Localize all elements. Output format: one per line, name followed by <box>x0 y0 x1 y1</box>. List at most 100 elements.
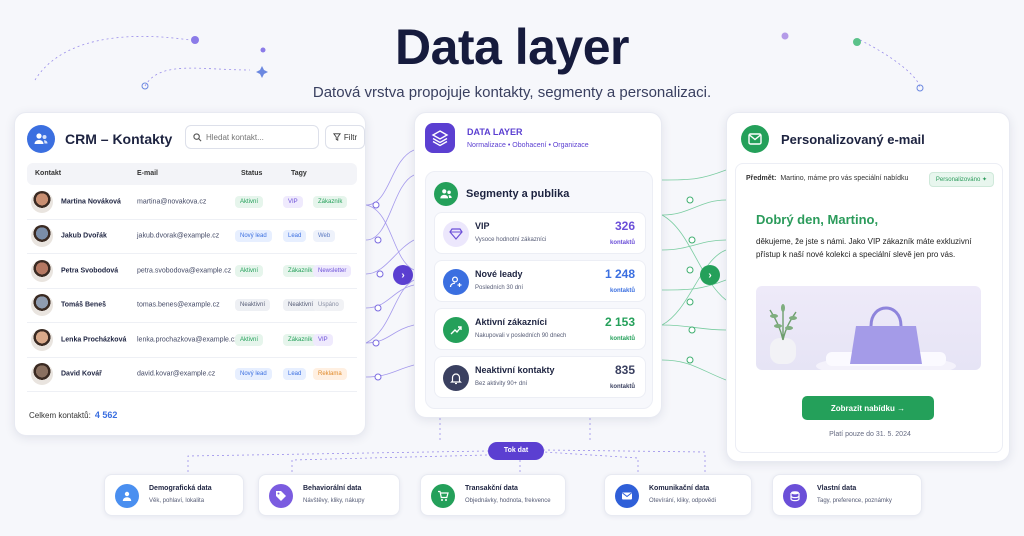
source-description: Otevírání, kliky, odpovědi <box>649 498 716 504</box>
tag-badge: Uspáno <box>313 299 344 312</box>
contact-email: tomas.benes@example.cz <box>137 301 220 309</box>
subject-text: Martino, máme pro vás speciální nabídku <box>780 175 909 182</box>
avatar <box>31 259 53 282</box>
contact-email: lenka.prochazkova@example.cz <box>137 336 238 344</box>
filter-label: Filtr <box>343 132 358 142</box>
segment-name: Neaktivní kontakty <box>475 365 555 375</box>
database-icon <box>783 484 807 508</box>
column-header-contact: Kontakt <box>35 170 62 177</box>
email-greeting: Dobrý den, Martino, <box>756 212 879 227</box>
users-icon <box>27 125 55 153</box>
mail-icon <box>615 484 639 508</box>
bell-icon <box>443 365 469 391</box>
data-layer-panel: DATA LAYER Normalizace • Obohacení • Org… <box>414 112 662 418</box>
table-row[interactable]: Lenka Procházková lenka.prochazkova@examp… <box>27 323 357 358</box>
contact-email: martina@novakova.cz <box>137 198 207 206</box>
column-header-tags: Tagy <box>291 170 307 177</box>
envelope-icon <box>741 125 769 153</box>
avatar <box>31 363 53 386</box>
search-input[interactable] <box>206 132 306 142</box>
data-layer-title: DATA LAYER <box>467 127 523 137</box>
group-icon <box>434 182 458 206</box>
personalized-email-panel: Personalizovaný e-mail Předmět:Martino, … <box>726 112 1010 462</box>
total-label: Celkem kontaktů: <box>29 411 91 420</box>
table-header: Kontakt E-mail Status Tagy <box>27 163 357 185</box>
tag-badge: Reklama <box>313 368 347 381</box>
column-header-email: E-mail <box>137 170 159 177</box>
table-row[interactable]: Jakub Dvořák jakub.dvorak@example.cz Nový … <box>27 220 357 254</box>
status-badge: Nový lead <box>235 230 272 243</box>
email-preview: Předmět:Martino, máme pro vás speciální … <box>735 163 1003 453</box>
source-title: Demografická data <box>149 485 212 492</box>
trend-up-icon <box>443 317 469 343</box>
contact-name: Petra Svobodová <box>61 267 119 275</box>
segment-description: Nakupovali v posledních 90 dnech <box>475 333 567 339</box>
source-description: Návštěvy, kliky, nákupy <box>303 498 365 504</box>
contact-email: david.kovar@example.cz <box>137 370 216 378</box>
email-title: Personalizovaný e-mail <box>781 131 925 147</box>
tag-icon <box>269 484 293 508</box>
segment-name: Aktivní zákazníci <box>475 317 548 327</box>
offer-validity: Platí pouze do 31. 5. 2024 <box>829 431 911 438</box>
source-description: Tagy, preference, poznámky <box>817 498 892 504</box>
source-description: Objednávky, hodnota, frekvence <box>465 498 551 504</box>
step-label: Obohacení <box>512 142 547 149</box>
tag-badge: Zákazník <box>313 195 348 208</box>
contact-search[interactable] <box>185 125 319 149</box>
contacts-table: Kontakt E-mail Status Tagy Martina Novák… <box>27 163 357 392</box>
email-subject: Předmět:Martino, máme pro vás speciální … <box>746 175 908 182</box>
filter-icon <box>332 133 341 141</box>
source-title: Komunikační data <box>649 485 710 492</box>
tag-badge: Lead <box>283 230 307 243</box>
subject-label: Předmět: <box>746 175 777 182</box>
segment-count: 835 <box>614 363 635 377</box>
contact-name: Lenka Procházková <box>61 336 127 344</box>
segment-description: Posledních 30 dní <box>475 285 524 291</box>
contact-email: jakub.dvorak@example.cz <box>137 232 220 240</box>
segment-unit: kontaktů <box>609 288 635 294</box>
avatar <box>31 328 53 351</box>
sparkle-icon: ✦ <box>981 177 987 183</box>
status-badge: Nový lead <box>235 368 272 381</box>
tag-badge: Lead <box>283 368 307 381</box>
badge-text: Personalizováno <box>935 177 981 183</box>
filter-button[interactable]: Filtr <box>325 125 365 149</box>
show-offer-button[interactable]: Zobrazit nabídku → <box>802 396 934 420</box>
contact-email: petra.svobodova@example.cz <box>137 267 232 275</box>
flow-arrow-button-right[interactable]: › <box>700 265 720 285</box>
avatar <box>31 225 53 248</box>
table-row[interactable]: David Kovář david.kovar@example.cz Nový le… <box>27 358 357 392</box>
layers-icon <box>425 123 455 153</box>
status-badge: Aktivní <box>235 264 264 277</box>
tag-badge: Newsletter <box>313 264 352 277</box>
segment-description: Vysoce hodnotní zákazníci <box>475 237 547 243</box>
search-icon <box>193 132 202 141</box>
source-title: Vlastní data <box>817 485 857 492</box>
data-flow-badge: Tok dat <box>488 442 544 460</box>
flow-arrow-button-left[interactable]: › <box>393 265 413 285</box>
table-row[interactable]: Petra Svobodová petra.svobodova@example.c… <box>27 254 357 289</box>
segment-unit: kontaktů <box>609 336 635 342</box>
segment-name: Nové leady <box>475 269 523 279</box>
contact-name: David Kovář <box>61 370 102 378</box>
step-label: Normalizace <box>467 142 506 149</box>
tag-badge: Web <box>313 230 336 243</box>
user-plus-icon <box>443 269 469 295</box>
contact-name: Jakub Dvořák <box>61 232 107 240</box>
avatar <box>31 190 53 213</box>
segment-count: 1 248 <box>604 267 635 281</box>
status-badge: Aktivní <box>235 333 264 346</box>
